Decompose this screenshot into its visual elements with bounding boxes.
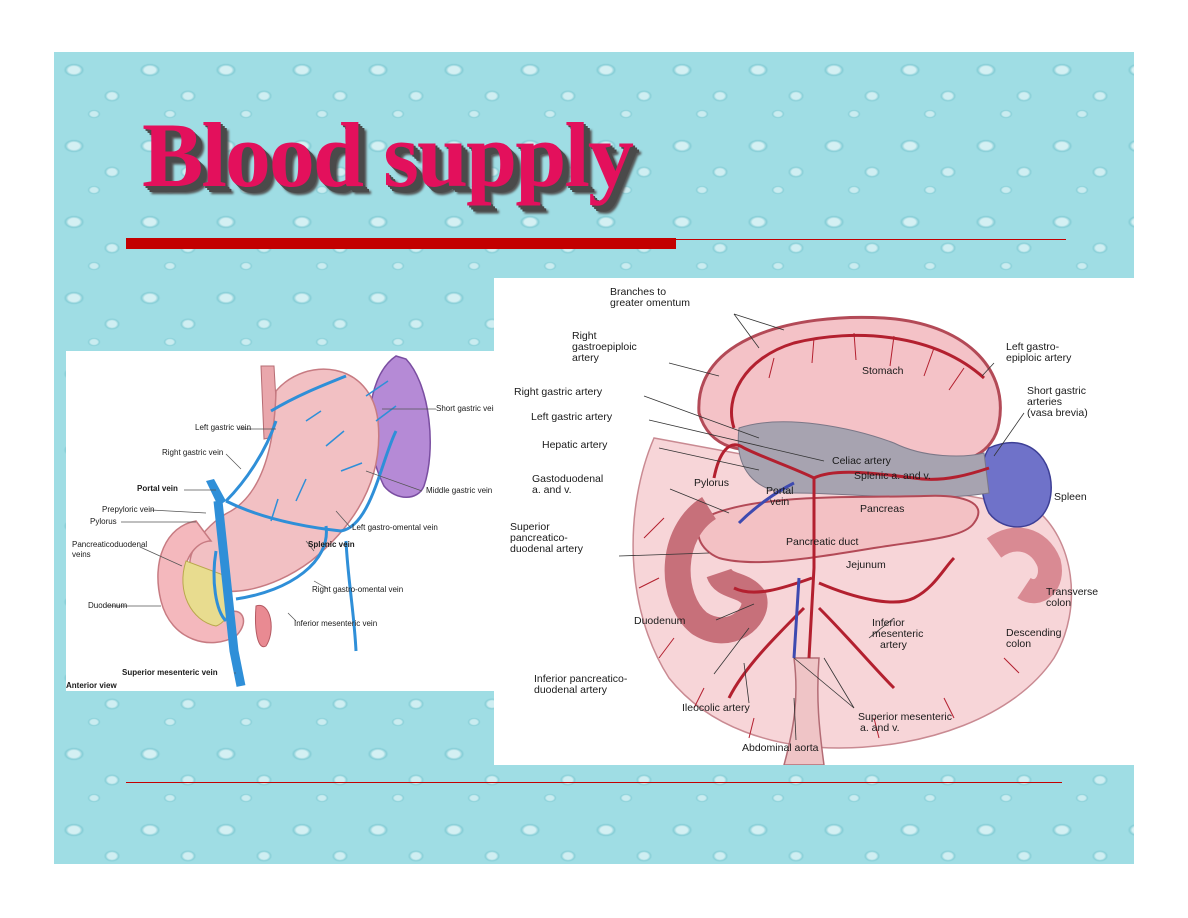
label-portal-vein-line2: vein bbox=[770, 496, 790, 508]
label-inferior-mesenteric-artery-line2: mesenteric bbox=[872, 628, 924, 640]
arterial-supply-figure: Branches to greater omentum Right gastro… bbox=[494, 278, 1134, 765]
bottom-rule bbox=[126, 782, 1062, 783]
label-right-gastro-omental-vein: Right gastro-omental vein bbox=[312, 585, 404, 594]
label-right-gastric-vein: Right gastric vein bbox=[162, 448, 224, 457]
label-transverse-colon: Transverse bbox=[1046, 586, 1099, 598]
label-left-gastric-artery: Left gastric artery bbox=[531, 411, 613, 423]
label-left-gastroepiploic-artery-line2: epiploic artery bbox=[1006, 352, 1072, 364]
label-superior-pancreaticoduodenal-artery-line3: duodenal artery bbox=[510, 543, 583, 555]
label-gastroduodenal-artery-and-vein: Gastoduodenal bbox=[532, 473, 604, 485]
label-prepyloric-vein: Prepyloric vein bbox=[102, 505, 155, 514]
label-superior-pancreaticoduodenal-artery-line2: pancreatico- bbox=[510, 532, 568, 544]
label-duodenum: Duodenum bbox=[88, 601, 128, 610]
label-left-gastro-omental-vein: Left gastro-omental vein bbox=[352, 523, 438, 532]
label-short-gastric-arteries: Short gastric bbox=[1027, 385, 1086, 397]
label-left-gastric-vein: Left gastric vein bbox=[195, 423, 252, 432]
label-superior-mesenteric-vein: Superior mesenteric vein bbox=[122, 668, 218, 677]
label-inferior-mesenteric-artery-line3: artery bbox=[880, 639, 907, 651]
label-anterior-view: Anterior view bbox=[66, 681, 117, 690]
label-right-gastroepiploic-artery-line3: artery bbox=[572, 352, 599, 364]
label-celiac-artery: Celiac artery bbox=[832, 455, 891, 467]
label-inferior-mesenteric-artery: Inferior bbox=[872, 617, 905, 629]
label-right-gastric-artery: Right gastric artery bbox=[514, 386, 603, 398]
stomach-veins-illustration bbox=[106, 355, 436, 687]
stomach-veins-figure: Left gastric vein Short gastric vein Rig… bbox=[66, 351, 506, 691]
label-pancreaticoduodenal-veins: Pancreaticoduodenal bbox=[72, 540, 148, 549]
slide: Blood supply bbox=[54, 52, 1134, 864]
label-ileocolic-artery: Ileocolic artery bbox=[682, 702, 750, 714]
label-pancreatic-duct: Pancreatic duct bbox=[786, 536, 859, 548]
title-underline-thin bbox=[676, 239, 1066, 240]
label-superior-pancreaticoduodenal-artery: Superior bbox=[510, 521, 550, 533]
label-middle-gastric-vein: Middle gastric vein bbox=[426, 486, 493, 495]
label-short-gastric-arteries-line2: arteries bbox=[1027, 396, 1063, 408]
arterial-supply-illustration bbox=[618, 313, 1073, 765]
label-transverse-colon-line2: colon bbox=[1046, 597, 1072, 609]
label-superior-mesenteric-artery-and-vein: Superior mesenteric bbox=[858, 711, 952, 723]
label-left-gastroepiploic-artery: Left gastro- bbox=[1006, 341, 1060, 353]
label-superior-mesenteric-artery-and-vein-line2: a. and v. bbox=[860, 722, 900, 734]
label-descending-colon-line2: colon bbox=[1006, 638, 1032, 650]
label-short-gastric-vein: Short gastric vein bbox=[436, 404, 498, 413]
title-underline-thick bbox=[126, 238, 676, 249]
label-portal-vein: Portal vein bbox=[137, 484, 178, 493]
label-splenic-vein: Splenic vein bbox=[308, 540, 355, 549]
label-branches-to-greater-omentum-line2: greater omentum bbox=[610, 297, 690, 309]
label-duodenum: Duodenum bbox=[634, 615, 686, 627]
label-hepatic-artery: Hepatic artery bbox=[542, 439, 608, 451]
label-right-gastroepiploic-artery: Right bbox=[572, 330, 597, 342]
label-inferior-mesenteric-vein: Inferior mesenteric vein bbox=[294, 619, 378, 628]
label-branches-to-greater-omentum: Branches to bbox=[610, 286, 667, 298]
label-splenic-artery-and-vein: Splenic a. and v. bbox=[854, 470, 931, 482]
label-inferior-pancreaticoduodenal-artery: Inferior pancreatico- bbox=[534, 673, 628, 685]
label-inferior-pancreaticoduodenal-artery-line2: duodenal artery bbox=[534, 684, 607, 696]
label-pylorus: Pylorus bbox=[694, 477, 730, 489]
slide-title: Blood supply bbox=[142, 104, 634, 206]
label-gastroduodenal-artery-and-vein-line2: a. and v. bbox=[532, 484, 572, 496]
label-pancreaticoduodenal-veins-line2: veins bbox=[72, 550, 91, 559]
label-stomach: Stomach bbox=[862, 365, 904, 377]
label-abdominal-aorta: Abdominal aorta bbox=[742, 742, 819, 754]
label-pylorus: Pylorus bbox=[90, 517, 117, 526]
label-short-gastric-arteries-line3: (vasa brevia) bbox=[1027, 407, 1088, 419]
label-descending-colon: Descending bbox=[1006, 627, 1062, 639]
label-spleen: Spleen bbox=[1054, 491, 1087, 503]
label-jejunum: Jejunum bbox=[846, 559, 886, 571]
label-portal-vein: Portal bbox=[766, 485, 794, 497]
label-pancreas: Pancreas bbox=[860, 503, 905, 515]
label-right-gastroepiploic-artery-line2: gastroepiploic bbox=[572, 341, 637, 353]
